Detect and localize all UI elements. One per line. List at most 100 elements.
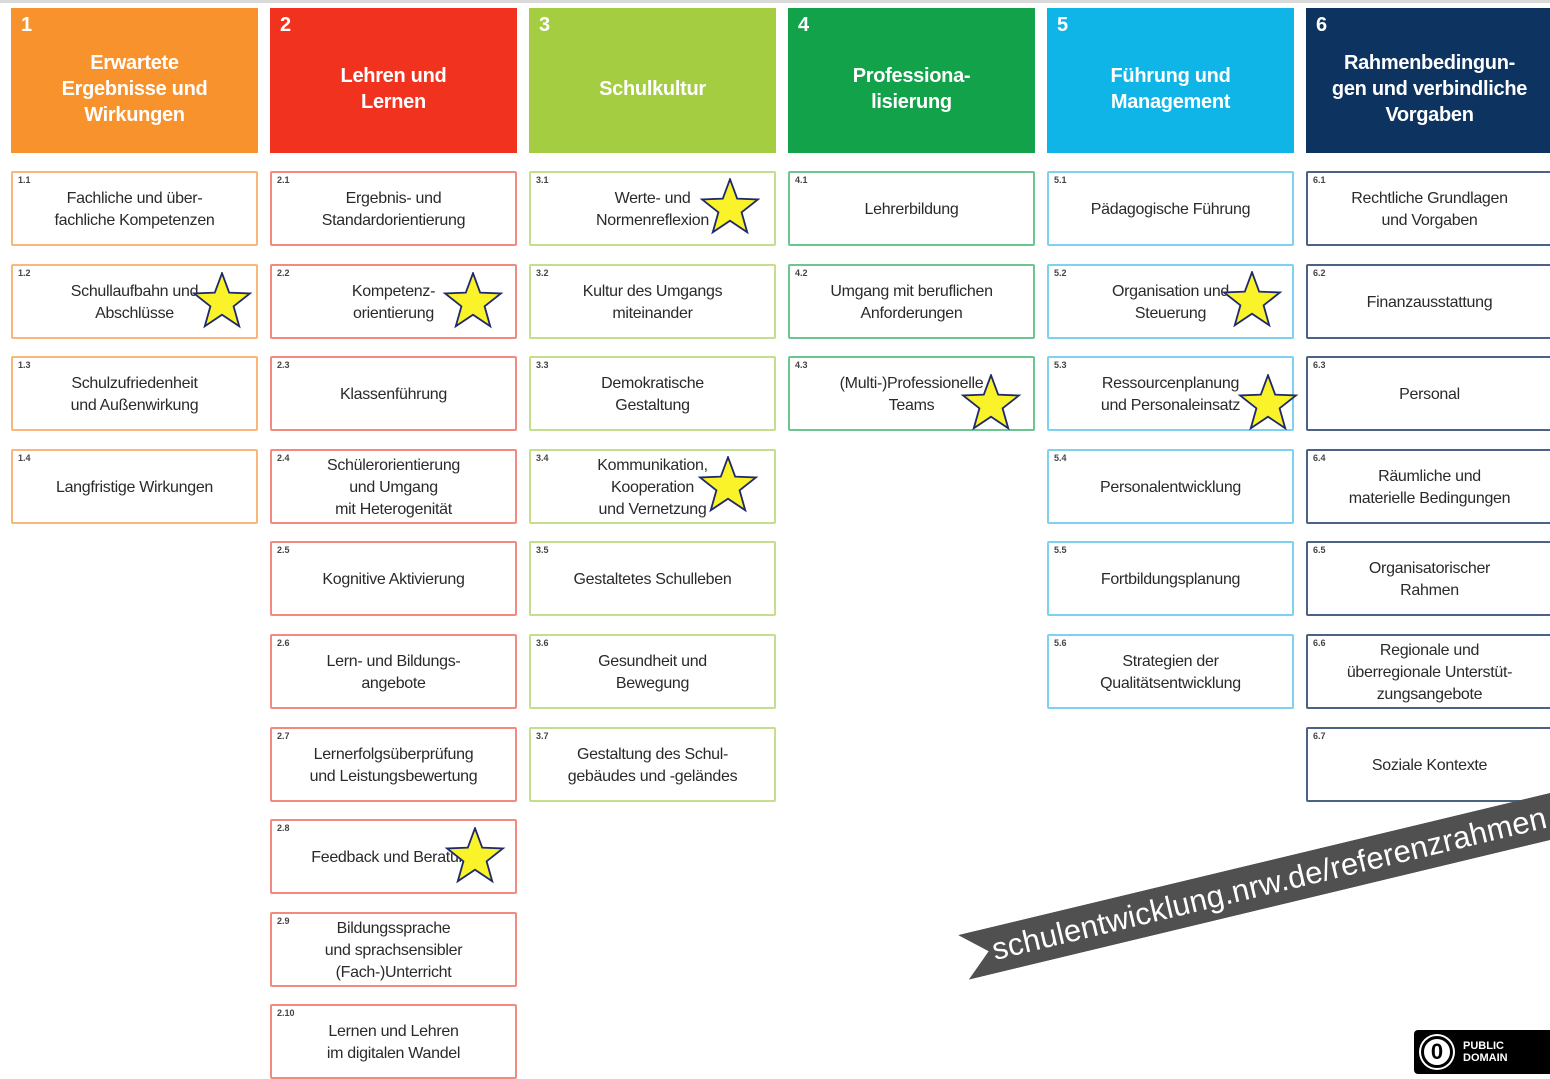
area-number: 1.2	[18, 268, 31, 278]
area-number: 1.3	[18, 360, 31, 370]
area-label: Ergebnis- und Standardorientierung	[321, 189, 466, 229]
area-label: Demokratische Gestaltung	[601, 374, 704, 414]
area-number: 2.7	[277, 731, 290, 741]
area-label: Räumliche und materielle Bedingungen	[1348, 467, 1511, 507]
area-number: 6.6	[1313, 638, 1326, 648]
area-number: 3.6	[536, 638, 549, 648]
area-number: 5.3	[1054, 360, 1067, 370]
area-number: 2.10	[277, 1008, 295, 1018]
area-number: 6.2	[1313, 268, 1326, 278]
url-banner-text: schulentwicklung.nrw.de/referenzrahmen	[988, 799, 1550, 967]
cc-zero-icon: 0	[1421, 1036, 1453, 1068]
area-number: 6.1	[1313, 175, 1326, 185]
area-number: 1.1	[18, 175, 31, 185]
area-label: Lernerfolgsüberprüfung und Leistungsbewe…	[309, 745, 478, 785]
public-domain-label: PUBLIC DOMAIN	[1463, 1040, 1508, 1064]
star-icon	[1237, 374, 1299, 431]
area-number: 3.7	[536, 731, 549, 741]
area-label: Finanzausstattung	[1366, 293, 1493, 311]
star-icon	[699, 178, 761, 235]
area-number: 1.4	[18, 453, 31, 463]
area-number: 2.9	[277, 916, 290, 926]
area-label: Langfristige Wirkungen	[55, 478, 214, 496]
area-number: 6.7	[1313, 731, 1326, 741]
area-label: Personal	[1399, 385, 1460, 403]
column-title: Schulkultur	[599, 77, 706, 100]
column-title: Rahmenbedingun- gen und verbindliche Vor…	[1331, 51, 1528, 126]
area-number: 5.6	[1054, 638, 1067, 648]
area-number: 3.1	[536, 175, 549, 185]
area-label: Umgang mit beruflichen Anforderungen	[830, 282, 993, 322]
area-card-4-3[interactable]: 4.3(Multi-)Professionelle Teams	[788, 356, 1035, 431]
area-label: Schullaufbahn und Abschlüsse	[70, 282, 199, 322]
star-icon	[960, 374, 1022, 431]
area-label: Kultur des Umgangs miteinander	[582, 282, 723, 322]
column-title: Lehren und Lernen	[340, 64, 447, 113]
area-number: 2.1	[277, 175, 290, 185]
area-number: 5.2	[1054, 268, 1067, 278]
column-number: 5	[1057, 14, 1069, 36]
area-number: 5.4	[1054, 453, 1067, 463]
column-title: Erwartete Ergebnisse und Wirkungen	[61, 51, 208, 126]
area-label: Lernen und Lehren im digitalen Wandel	[326, 1022, 461, 1062]
url-banner[interactable]: schulentwicklung.nrw.de/referenzrahmen	[958, 786, 1550, 980]
area-label: Lehrerbildung	[864, 200, 959, 218]
area-label: (Multi-)Professionelle Teams	[839, 374, 984, 414]
area-number: 3.4	[536, 453, 549, 463]
area-label: Fachliche und über- fachliche Kompetenze…	[54, 189, 215, 229]
area-number: 2.4	[277, 453, 290, 463]
area-label: Rechtliche Grundlagen und Vorgaben	[1351, 189, 1508, 229]
area-number: 2.3	[277, 360, 290, 370]
column-number: 6	[1316, 14, 1328, 36]
public-domain-badge[interactable]: 0 PUBLIC DOMAIN	[1414, 1030, 1550, 1074]
area-number: 2.2	[277, 268, 290, 278]
column-title: Professiona- lisierung	[852, 64, 971, 113]
column-number: 3	[539, 14, 551, 36]
area-number: 3.5	[536, 545, 549, 555]
area-label: Gestaltung des Schul- gebäudes und -gelä…	[567, 745, 738, 785]
area-label: Lern- und Bildungs- angebote	[326, 652, 461, 692]
